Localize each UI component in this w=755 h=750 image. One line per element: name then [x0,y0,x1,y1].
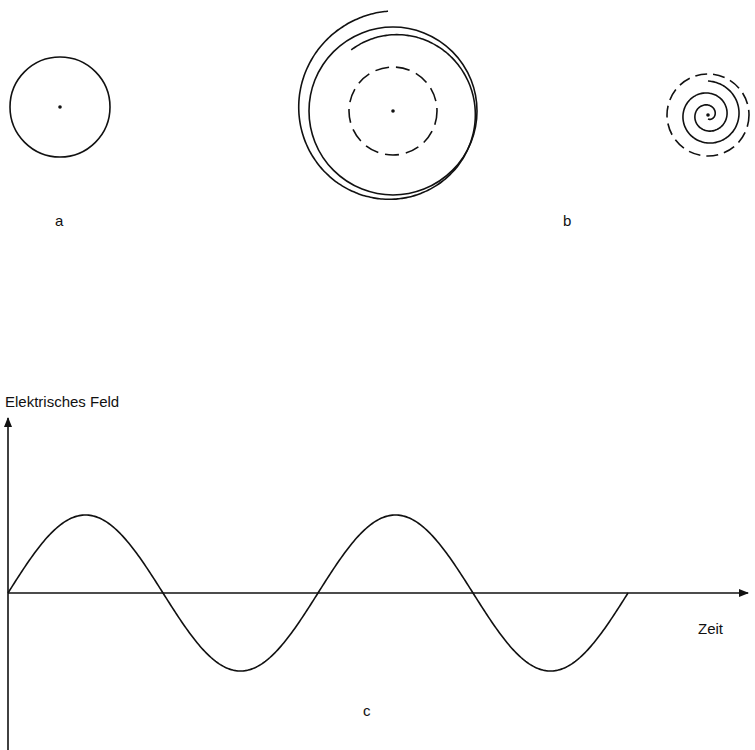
nucleus-dot [706,113,710,117]
nucleus-dot [58,105,62,109]
y-axis [7,418,9,750]
orbit-circle [10,57,110,157]
figure-label: c [363,703,371,720]
orbit-circle [309,27,477,195]
figure-label: b [563,213,571,230]
sine-wave [8,515,628,671]
spiral-path [299,11,476,199]
nucleus-dot [391,109,395,113]
dashed-orbit [349,67,437,155]
spiral-path [683,81,739,143]
figure-label: Elektrisches Feld [5,394,119,411]
figure-label: Zeit [698,621,723,638]
dashed-orbit [667,74,749,156]
figure-label: a [55,213,63,230]
x-axis [8,592,748,594]
